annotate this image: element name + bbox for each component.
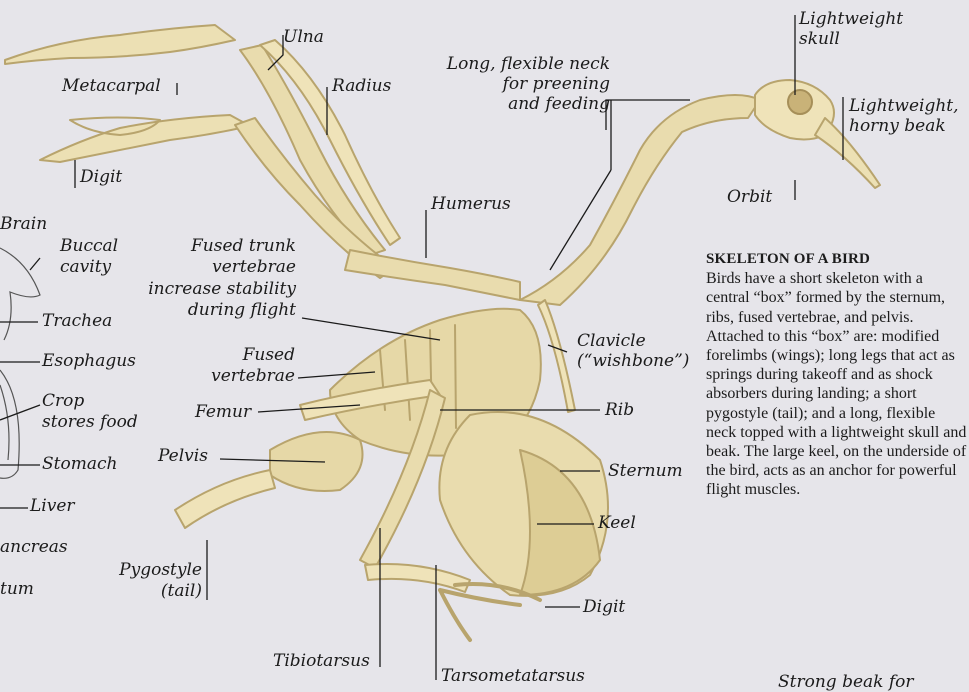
label-fused-vertebrae-line-2: vertebrae bbox=[180, 367, 295, 386]
label-neck-line-2: for preening bbox=[420, 75, 610, 94]
label-orbit: Orbit bbox=[727, 188, 772, 207]
foot-digits bbox=[440, 584, 540, 640]
label-neck-line-1: Long, flexible neck bbox=[420, 55, 610, 74]
label-digit-foot: Digit bbox=[583, 598, 625, 617]
label-pancreas: ancreas bbox=[0, 538, 68, 557]
label-ulna: Ulna bbox=[283, 28, 324, 47]
label-pygostyle-line-2: (tail) bbox=[100, 582, 202, 601]
label-liver: Liver bbox=[30, 497, 75, 516]
label-sternum: Sternum bbox=[608, 462, 683, 481]
label-rectum: tum bbox=[0, 580, 34, 599]
digestive-system-sketch bbox=[0, 248, 40, 478]
label-fused-vertebrae-line-1: Fused bbox=[180, 346, 295, 365]
metacarpal-bone bbox=[5, 25, 235, 64]
label-rib: Rib bbox=[605, 401, 634, 420]
label-clavicle-line-2: (“wishbone”) bbox=[577, 352, 689, 371]
label-femur: Femur bbox=[195, 403, 251, 422]
tarsometatarsus-bone bbox=[365, 564, 470, 592]
label-tarsometatarsus: Tarsometatarsus bbox=[441, 667, 585, 686]
orbit bbox=[788, 90, 812, 114]
humerus-bone bbox=[345, 250, 520, 300]
label-skull-line-2: skull bbox=[799, 30, 840, 49]
pygostyle bbox=[175, 470, 275, 528]
label-stomach: Stomach bbox=[42, 455, 117, 474]
label-crop-line-1: Crop bbox=[42, 392, 84, 411]
clavicle bbox=[538, 300, 575, 412]
label-metacarpal: Metacarpal bbox=[62, 77, 161, 96]
label-fused-trunk-line-1: Fused trunk bbox=[100, 237, 296, 256]
label-humerus: Humerus bbox=[431, 195, 511, 214]
label-keel: Keel bbox=[598, 514, 636, 533]
label-pygostyle-line-1: Pygostyle bbox=[100, 561, 202, 580]
label-beak-line-2: horny beak bbox=[849, 117, 946, 136]
label-brain: Brain bbox=[0, 215, 47, 234]
label-beak-line-1: Lightweight, bbox=[849, 97, 959, 116]
caption-body: Birds have a short skeleton with a centr… bbox=[706, 269, 968, 499]
label-fused-trunk-line-4: during flight bbox=[100, 301, 296, 320]
label-tibiotarsus: Tibiotarsus bbox=[273, 652, 370, 671]
label-digit-wing: Digit bbox=[80, 168, 122, 187]
label-radius: Radius bbox=[332, 77, 391, 96]
caption-block: SKELETON OF A BIRD Birds have a short sk… bbox=[706, 250, 968, 500]
label-fused-trunk-line-3: increase stability bbox=[100, 280, 296, 299]
label-strong-beak: Strong beak for bbox=[778, 673, 914, 692]
label-skull-line-1: Lightweight bbox=[799, 10, 903, 29]
label-esophagus: Esophagus bbox=[42, 352, 136, 371]
label-pelvis: Pelvis bbox=[158, 447, 208, 466]
label-crop-line-2: stores food bbox=[42, 413, 138, 432]
caption-title: SKELETON OF A BIRD bbox=[706, 250, 968, 269]
label-fused-trunk-line-2: vertebrae bbox=[100, 258, 296, 277]
label-neck-line-3: and feeding bbox=[420, 95, 610, 114]
label-clavicle-line-1: Clavicle bbox=[577, 332, 646, 351]
